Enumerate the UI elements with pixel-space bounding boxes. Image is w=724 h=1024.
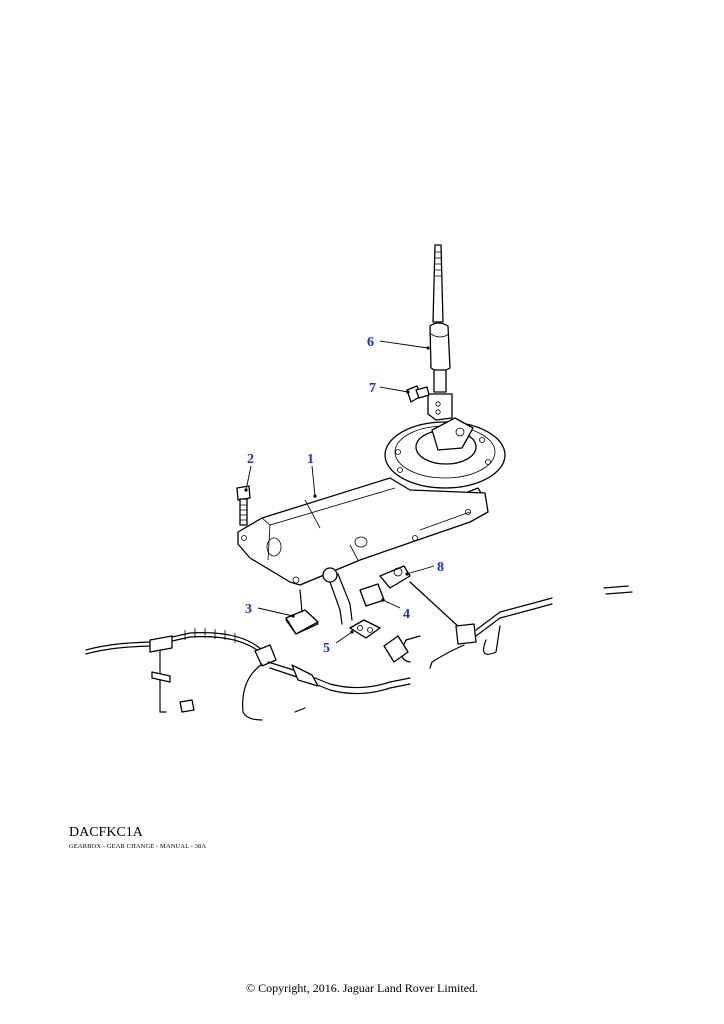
lever-bolt (406, 385, 430, 403)
callout-8: 8 (437, 560, 444, 575)
callout-7: 7 (369, 381, 376, 396)
callout-2: 2 (247, 452, 254, 467)
callout-leaders (244, 340, 435, 644)
diagram-reference-code: DACFKC1A (69, 825, 143, 840)
callout-5: 5 (323, 641, 330, 656)
callout-6: 6 (367, 335, 374, 350)
copyright-notice: © Copyright, 2016. Jaguar Land Rover Lim… (245, 981, 479, 995)
gear-lever-gaiter (384, 417, 506, 505)
clip-plate (349, 619, 381, 639)
callout-3: 3 (245, 602, 252, 617)
callout-4: 4 (403, 607, 410, 622)
diagram-caption: GEARBOX - GEAR CHANGE - MANUAL - 38A (69, 843, 207, 850)
gear-change-housing (237, 477, 489, 586)
callout-1: 1 (307, 452, 314, 467)
mounting-bracket (359, 583, 385, 607)
sensor-switch (379, 565, 411, 589)
housing-bolt (236, 485, 251, 526)
gear-lever-shaft (427, 244, 453, 421)
wiring-harness (85, 567, 633, 721)
